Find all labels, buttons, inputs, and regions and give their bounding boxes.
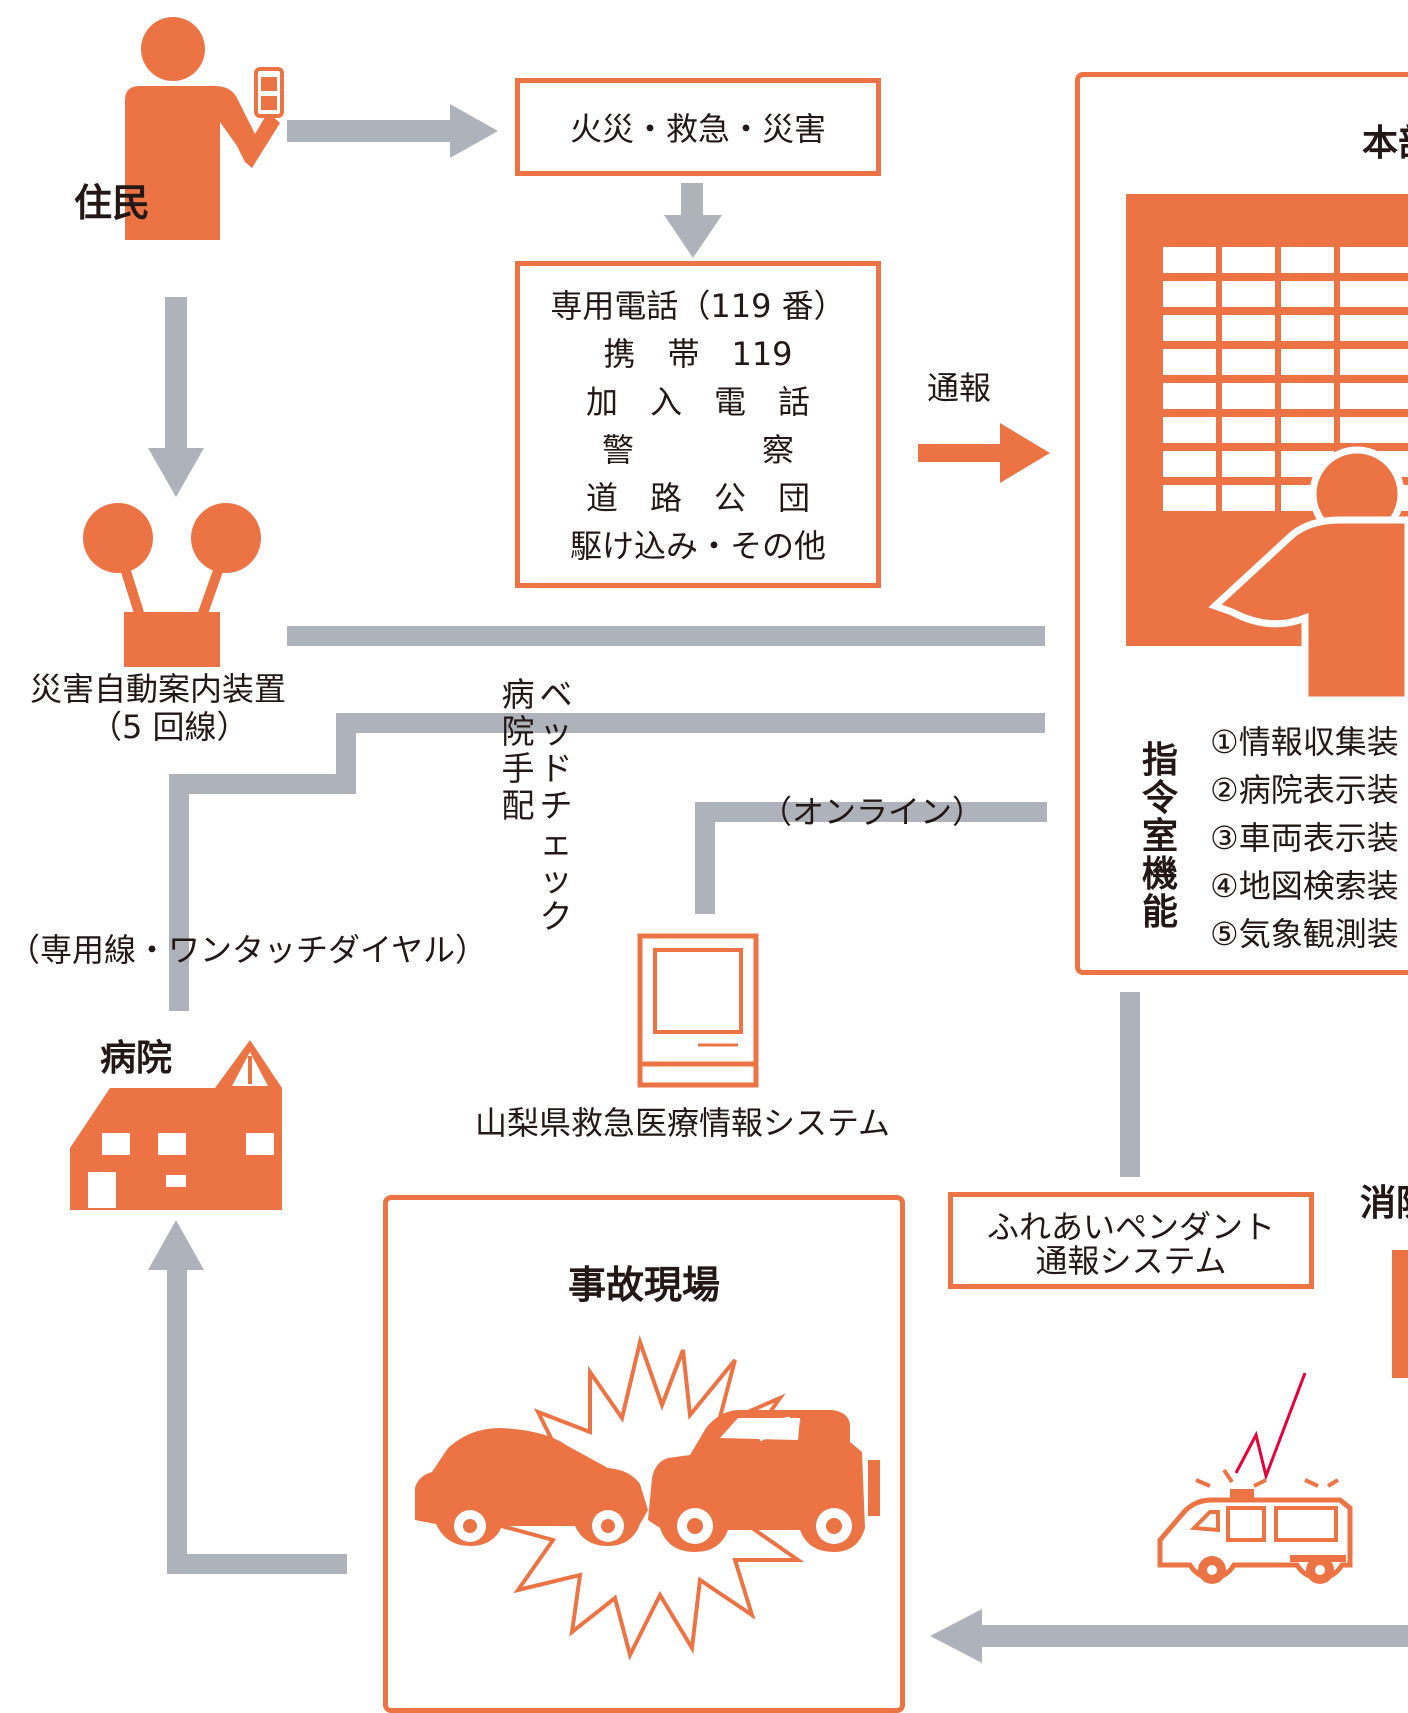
channel-item: 加 入 電 話 [585, 383, 810, 421]
arrow-emergency-to-channels-head [664, 215, 722, 258]
dispatch-devices-list: ①情報収集装 ②病院表示装 ③車両表示装 ④地図検索装 ⑤気象観測装 [1210, 718, 1408, 958]
channel-item: 警 察 [601, 431, 794, 469]
bed-check-char: チ [539, 786, 573, 825]
pendant-system-line2: 通報システム [1035, 1242, 1227, 1280]
crashed-cars-icon [415, 1334, 880, 1661]
dispatch-room-char: 能 [1141, 892, 1178, 933]
gray-connectors [148, 104, 1408, 1663]
bed-check-vertical: ベ ッ ド チ ェ ッ ク [536, 676, 576, 935]
line-hq-to-hospital-top [336, 713, 1045, 733]
hq-title-partial: 本部 [1362, 123, 1408, 164]
bed-check-char: ド [539, 749, 573, 788]
hospital-arrangement-vertical: 病 院 手 配 [498, 676, 538, 824]
dispatcher-building-icon [1126, 194, 1408, 704]
dispatch-room-char: 機 [1141, 854, 1178, 895]
hospital-label: 病院 [100, 1038, 173, 1079]
hospital-arrangement-char: 手 [501, 749, 535, 788]
person-with-phone-icon [125, 17, 284, 240]
emergency-types-box: 火災・救急・災害 [515, 78, 881, 176]
computer-terminal-icon [637, 933, 759, 1088]
channel-item: 携 帯 119 [603, 335, 793, 373]
auto-guide-lines-label: （5 回線） [90, 708, 249, 746]
arrow-ambulance-to-accident-shaft [975, 1625, 1408, 1647]
hq-box [1075, 72, 1408, 975]
arrow-resident-to-emergency-shaft [287, 120, 457, 142]
dispatch-room-char: 令 [1141, 778, 1178, 819]
line-hq-to-pendant [1120, 992, 1140, 1177]
channel-item: 専用電話（119 番） [550, 287, 846, 325]
resident-label: 住民 [74, 181, 151, 225]
bed-check-char: ク [539, 897, 573, 936]
hospital-arrangement-char: 配 [501, 786, 535, 825]
report-label: 通報 [927, 369, 992, 407]
channel-item: 道 路 公 団 [585, 479, 810, 517]
arrow-emergency-to-channels-shaft [681, 183, 703, 221]
arrow-resident-to-emergency-head [450, 104, 498, 158]
line-siren-to-hq [287, 626, 1045, 646]
dispatch-room-char: 室 [1141, 816, 1178, 857]
bed-check-char: ッ [539, 712, 573, 751]
arrow-accident-to-hospital-shaft [167, 1262, 187, 1574]
arrow-resident-to-siren-shaft [165, 297, 187, 452]
online-label: （オンライン） [760, 793, 985, 831]
pendant-system-line1: ふれあいペンダント [986, 1208, 1275, 1246]
arrow-ambulance-to-accident-head [930, 1609, 982, 1663]
dedicated-line-label: （専用線・ワンタッチダイヤル） [8, 931, 488, 969]
dispatch-device-item: ④地図検索装 [1210, 867, 1399, 905]
accident-site-title: 事故現場 [567, 1263, 720, 1307]
channel-item: 駆け込み・その他 [569, 527, 826, 565]
hospital-building-icon [70, 1040, 282, 1210]
fire-station-partial-block [1392, 1250, 1408, 1378]
bed-check-char: ベ [539, 675, 573, 714]
report-channels-list: 専用電話（119 番） 携 帯 119 加 入 電 話 警 察 道 路 公 団 … [520, 282, 876, 570]
arrow-resident-to-siren-head [148, 448, 204, 497]
report-arrow [918, 423, 1050, 483]
siren-device-icon [83, 503, 261, 667]
dispatch-device-item: ⑤気象観測装 [1210, 915, 1399, 953]
arrow-accident-to-hospital-head [148, 1220, 204, 1270]
hospital-arrangement-char: 病 [501, 675, 535, 714]
ambulance-icon [1157, 1372, 1353, 1584]
accident-site-box: 事故現場 [383, 1195, 905, 1713]
arrow-accident-to-hospital-bottom [167, 1554, 347, 1574]
bed-check-char: ェ [539, 823, 573, 862]
hospital-arrangement-char: 院 [501, 712, 535, 751]
dispatch-device-item: ②病院表示装 [1210, 771, 1399, 809]
line-online-top [695, 802, 1047, 822]
dispatch-device-item: ③車両表示装 [1210, 819, 1399, 857]
emergency-types-label: 火災・救急・災害 [569, 110, 826, 148]
dispatch-device-item: ①情報収集装 [1210, 723, 1399, 761]
pendant-system-box: ふれあいペンダント 通報システム [948, 1192, 1314, 1289]
auto-guide-device-label: 災害自動案内装置 [30, 670, 287, 708]
line-hq-to-hospital-step-down [336, 713, 356, 794]
report-channels-box: 専用電話（119 番） 携 帯 119 加 入 電 話 警 察 道 路 公 団 … [515, 261, 881, 588]
medical-info-system-label: 山梨県救急医療情報システム [475, 1104, 891, 1142]
line-online-down [695, 802, 715, 914]
bed-check-char: ッ [539, 860, 573, 899]
dispatch-room-char: 指 [1141, 740, 1178, 781]
fire-station-title-partial: 消防 [1360, 1183, 1408, 1224]
line-hq-to-hospital-down [169, 774, 189, 1011]
dispatch-room-function-vertical: 指 令 室 機 能 [1140, 742, 1180, 932]
line-hq-to-hospital-step-left [169, 774, 356, 794]
